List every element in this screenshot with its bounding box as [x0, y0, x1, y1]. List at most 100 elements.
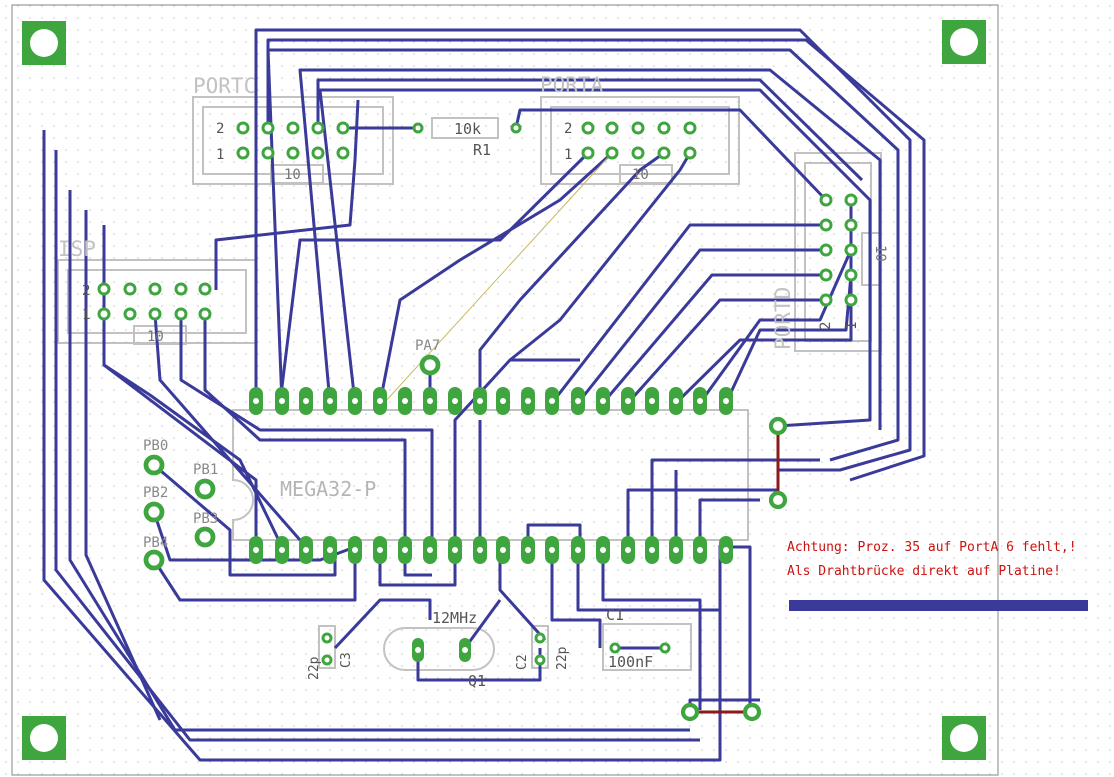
porta-size: 10 — [632, 167, 649, 183]
pb0-label: PB0 — [143, 438, 168, 454]
crystal-name: Q1 — [468, 672, 486, 690]
drill-hole — [253, 398, 259, 404]
portc-pin1: 1 — [216, 147, 224, 163]
pb4-label: PB4 — [143, 535, 168, 551]
labels: PORTC PORTA ISP PORTD 10k R1 PA7 MEGA32-… — [58, 73, 1077, 690]
drill-hole — [649, 547, 655, 553]
portd-pad — [819, 218, 833, 232]
drill-hole — [462, 647, 468, 653]
drill-hole — [625, 547, 631, 553]
drill-hole — [415, 647, 421, 653]
portd-pad — [844, 218, 858, 232]
drill-hole — [402, 398, 408, 404]
drill-hole — [575, 547, 581, 553]
c2-value: 22p — [555, 646, 570, 670]
pb0-pad — [143, 454, 165, 476]
drill-hole — [500, 547, 506, 553]
note-line2: Als Drahtbrücke direkt auf Platine! — [787, 564, 1061, 579]
portc-pad — [336, 146, 350, 160]
c1-value: 100nF — [608, 653, 653, 671]
drill-hole — [697, 398, 703, 404]
pb3-label: PB3 — [193, 511, 218, 527]
porta-pad — [631, 146, 645, 160]
drill-hole — [477, 398, 483, 404]
wire-pad — [768, 490, 788, 510]
c3-value: 22p — [307, 656, 322, 680]
portd-pad — [844, 268, 858, 282]
drill-hole — [673, 398, 679, 404]
note-line1: Achtung: Proz. 35 auf PortA 6 fehlt,! — [787, 540, 1077, 555]
portc-pad — [311, 146, 325, 160]
drill-hole — [452, 398, 458, 404]
isp-size: 10 — [147, 329, 164, 345]
porta-label: PORTA — [540, 73, 604, 97]
drill-hole — [253, 547, 259, 553]
drill-hole — [327, 398, 333, 404]
isp-pad — [174, 307, 188, 321]
pa7-pad — [419, 354, 441, 376]
portd-pad — [844, 193, 858, 207]
portc-pad — [236, 121, 250, 135]
portd-pin2: 2 — [818, 322, 834, 330]
note-bar — [789, 600, 1088, 611]
drill-hole — [723, 547, 729, 553]
crystal-freq: 12MHz — [432, 609, 477, 627]
resistor-pad — [412, 122, 424, 134]
drill-hole — [525, 547, 531, 553]
porta-pin2: 2 — [564, 121, 572, 137]
c1-pad — [659, 642, 671, 654]
resistor-pad — [510, 122, 522, 134]
drill-hole — [549, 398, 555, 404]
c1-label: C1 — [606, 606, 624, 624]
drill-hole — [303, 398, 309, 404]
portc-pad — [336, 121, 350, 135]
drill-hole — [600, 398, 606, 404]
wire-bridges — [690, 426, 780, 714]
wire-pad — [742, 702, 762, 722]
isp-pad — [123, 282, 137, 296]
isp-pad — [97, 307, 111, 321]
c2-pad — [534, 654, 546, 666]
isp-pad — [148, 282, 162, 296]
mounting-holes — [22, 20, 986, 760]
drill-hole — [377, 398, 383, 404]
porta-pad — [683, 121, 697, 135]
isp-pin2: 2 — [82, 283, 90, 299]
portd-pad — [819, 243, 833, 257]
pa7-label: PA7 — [415, 338, 440, 354]
portc-pad — [261, 121, 275, 135]
portd-pad — [844, 243, 858, 257]
pads — [97, 121, 858, 722]
porta-pad — [631, 121, 645, 135]
pb2-label: PB2 — [143, 485, 168, 501]
board-outline — [11, 4, 999, 776]
c3-pad — [321, 632, 333, 644]
pb3-pad — [194, 526, 216, 548]
pb4-pad — [143, 549, 165, 571]
porta-pad — [581, 121, 595, 135]
isp-pad — [148, 307, 162, 321]
drill-hole — [327, 547, 333, 553]
isp-pad — [123, 307, 137, 321]
isp-pad — [97, 282, 111, 296]
portc-label: PORTC — [193, 74, 256, 98]
wire-pad — [768, 416, 788, 436]
portc-size: 10 — [284, 167, 301, 183]
porta-pin1: 1 — [564, 147, 572, 163]
isp-pad — [198, 307, 212, 321]
pb1-pad — [194, 478, 216, 500]
portd-pad — [819, 293, 833, 307]
portc-pad — [236, 146, 250, 160]
pb2-pad — [143, 501, 165, 523]
portc-pad — [311, 121, 325, 135]
porta-pad — [657, 146, 671, 160]
isp-pad — [174, 282, 188, 296]
drill-hole — [477, 547, 483, 553]
pb1-label: PB1 — [193, 462, 218, 478]
drill-hole — [500, 398, 506, 404]
portc-pad — [261, 146, 275, 160]
drill-hole — [723, 398, 729, 404]
portc-pad — [286, 146, 300, 160]
